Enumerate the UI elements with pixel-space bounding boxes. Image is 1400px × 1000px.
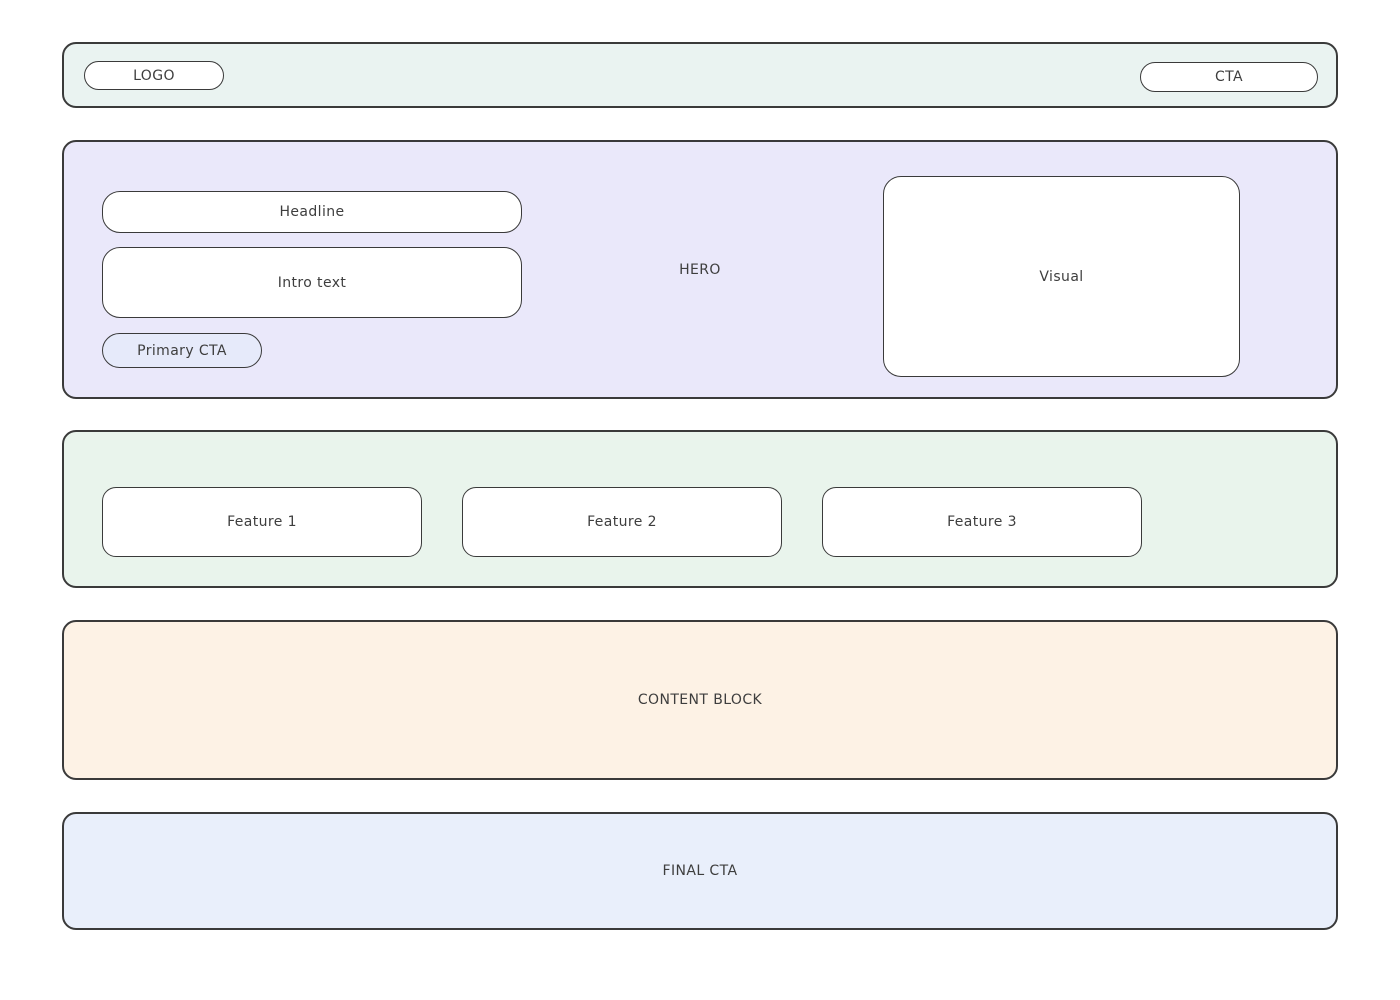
final-cta-label: FINAL CTA [662, 863, 738, 879]
hero-visual-placeholder: Visual [883, 176, 1240, 377]
intro-text-box: Intro text [102, 247, 522, 318]
final-cta-section[interactable]: FINAL CTA [62, 812, 1338, 930]
primary-cta-button[interactable]: Primary CTA [102, 333, 262, 368]
feature-card-3: Feature 3 [822, 487, 1142, 557]
header-cta-button[interactable]: CTA [1140, 62, 1318, 92]
features-section: Feature 1 Feature 2 Feature 3 [62, 430, 1338, 588]
feature-card-2: Feature 2 [462, 487, 782, 557]
hero-section-label: HERO [679, 261, 721, 278]
header-bar: LOGO CTA [62, 42, 1338, 108]
content-block-section: CONTENT BLOCK [62, 620, 1338, 780]
headline-box: Headline [102, 191, 522, 233]
content-block-label: CONTENT BLOCK [637, 692, 763, 708]
logo: LOGO [84, 61, 224, 90]
feature-card-1: Feature 1 [102, 487, 422, 557]
hero-section: HERO Headline Intro text Primary CTA Vis… [62, 140, 1338, 399]
